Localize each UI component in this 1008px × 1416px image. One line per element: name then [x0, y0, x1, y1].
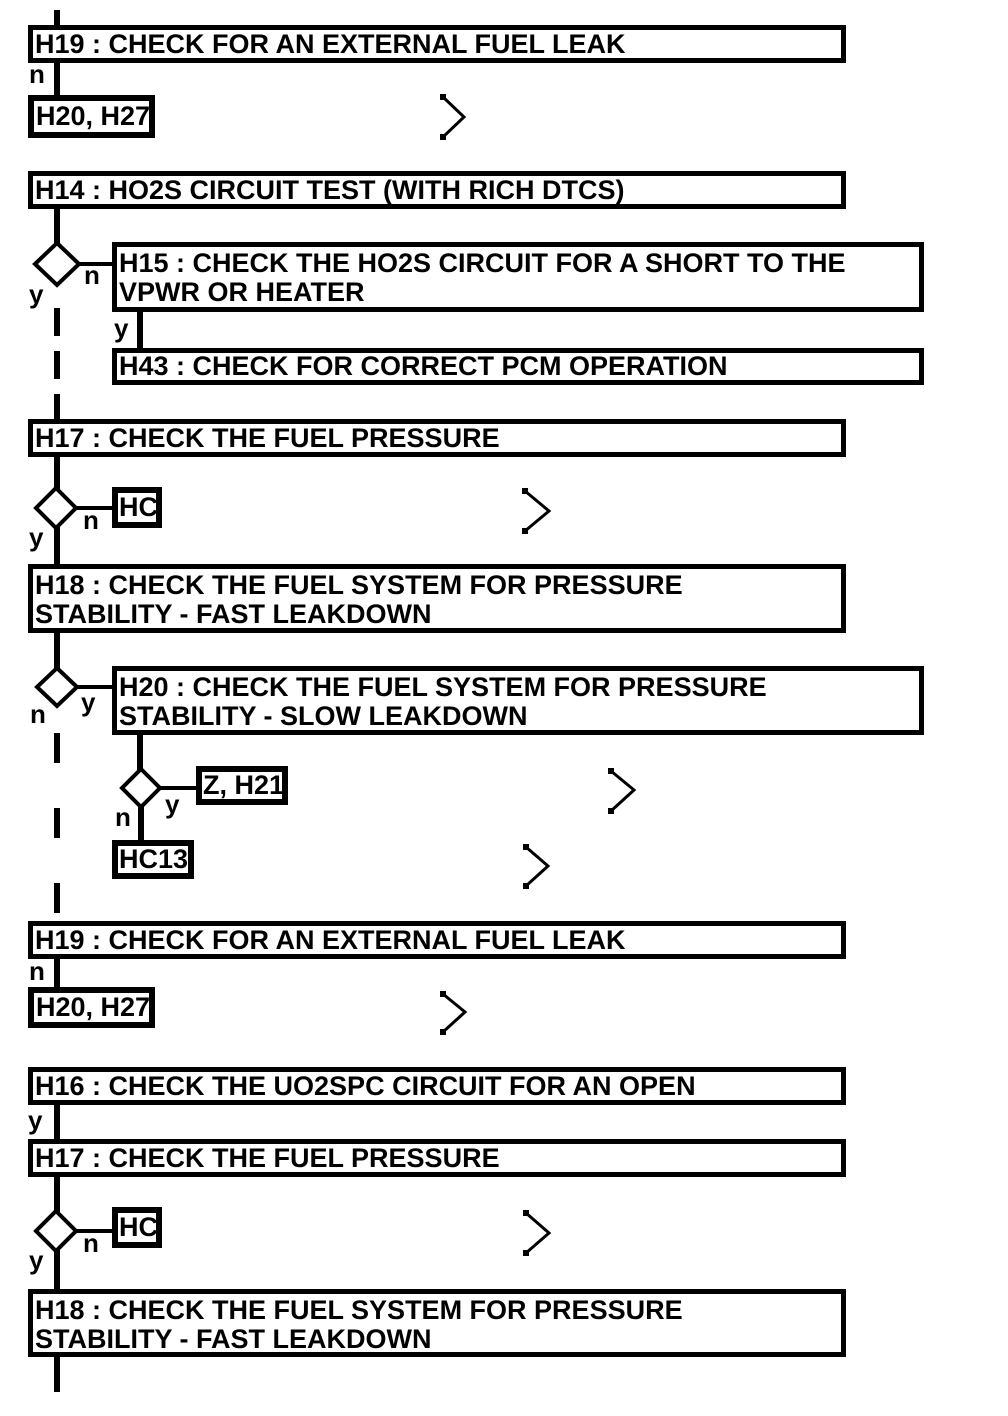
flow-box-h18-top: H18 : CHECK THE FUEL SYSTEM FOR PRESSURE… [28, 564, 846, 633]
flow-box-h18-bottom: H18 : CHECK THE FUEL SYSTEM FOR PRESSURE… [28, 1289, 846, 1357]
branch-label-no: n [115, 802, 131, 832]
ref-box-text: H20, H27 [36, 992, 151, 1022]
flow-box-text: VPWR OR HEATER [119, 277, 365, 307]
flow-box-h17-bottom: H17 : CHECK THE FUEL PRESSURE [28, 1139, 846, 1177]
flow-box-text: H17 : CHECK THE FUEL PRESSURE [35, 1142, 500, 1173]
chevron-right-icon [608, 768, 637, 814]
decision-diamond [34, 665, 80, 709]
ref-box-z-h21: Z, H21 [196, 766, 288, 805]
ref-box-text: HC13 [119, 844, 189, 874]
flow-box-text: H20 : CHECK THE FUEL SYSTEM FOR PRESSURE [119, 672, 767, 702]
flow-box-text: H19 : CHECK FOR AN EXTERNAL FUEL LEAK [35, 924, 626, 955]
flow-box-h19-top: H19 : CHECK FOR AN EXTERNAL FUEL LEAK [28, 25, 846, 63]
branch-label-yes: y [81, 687, 96, 717]
flow-box-text: STABILITY - SLOW LEAKDOWN [119, 701, 528, 731]
chevron-right-icon [523, 844, 551, 889]
flow-box-text: H19 : CHECK FOR AN EXTERNAL FUEL LEAK [35, 28, 626, 59]
ref-box-text: H20, H27 [36, 101, 151, 131]
flow-box-h16: H16 : CHECK THE UO2SPC CIRCUIT FOR AN OP… [28, 1067, 846, 1105]
branch-label-no: n [83, 1228, 99, 1258]
decision-diamond [33, 485, 79, 531]
ref-box-text: HC [119, 492, 158, 522]
branch-label-no: n [29, 956, 45, 986]
branch-label-yes: y [29, 522, 44, 552]
flow-box-text: H43 : CHECK FOR CORRECT PCM OPERATION [119, 351, 728, 381]
flow-box-text: H14 : HO2S CIRCUIT TEST (WITH RICH DTCS) [35, 174, 625, 205]
branch-label-yes: y [29, 1245, 44, 1275]
flow-box-h17-top: H17 : CHECK THE FUEL PRESSURE [28, 419, 846, 457]
branch-label-yes: y [29, 279, 44, 309]
branch-label-yes: y [114, 313, 129, 343]
ref-box-hc-top: HC [112, 487, 162, 528]
flow-box-text: H15 : CHECK THE HO2S CIRCUIT FOR A SHORT… [119, 248, 846, 278]
branch-label-no: n [83, 505, 99, 535]
flow-box-text: H17 : CHECK THE FUEL PRESSURE [35, 422, 500, 453]
chevron-right-icon [522, 488, 552, 534]
ref-box-h20-h27-bottom: H20, H27 [28, 987, 155, 1028]
ref-box-text: HC [119, 1212, 158, 1242]
flow-box-h14: H14 : HO2S CIRCUIT TEST (WITH RICH DTCS) [28, 171, 846, 209]
branch-label-no: n [30, 699, 46, 729]
ref-box-text: Z, H21 [203, 770, 285, 800]
chevron-right-icon [440, 991, 468, 1035]
flow-box-h15: H15 : CHECK THE HO2S CIRCUIT FOR A SHORT… [112, 242, 924, 312]
flow-box-h19-bottom: H19 : CHECK FOR AN EXTERNAL FUEL LEAK [28, 921, 846, 959]
branch-label-no: n [29, 59, 45, 89]
branch-label-yes: y [165, 789, 180, 819]
branch-label-yes: y [28, 1105, 43, 1135]
flow-box-h43: H43 : CHECK FOR CORRECT PCM OPERATION [112, 348, 924, 385]
decision-diamond [33, 1208, 79, 1254]
chevron-right-icon [440, 94, 467, 140]
chevron-right-icon [523, 1210, 552, 1256]
decision-diamond [119, 766, 163, 810]
ref-box-hc13: HC13 [112, 840, 194, 879]
flow-box-h20: H20 : CHECK THE FUEL SYSTEM FOR PRESSURE… [112, 666, 924, 735]
ref-box-hc-bottom: HC [112, 1207, 162, 1248]
flow-box-text: STABILITY - FAST LEAKDOWN [35, 599, 432, 629]
flow-box-text: STABILITY - FAST LEAKDOWN [35, 1324, 432, 1354]
ref-box-h20-h27-top: H20, H27 [28, 95, 155, 138]
decision-diamond [32, 240, 82, 288]
flow-box-text: H16 : CHECK THE UO2SPC CIRCUIT FOR AN OP… [35, 1070, 696, 1101]
flow-box-text: H18 : CHECK THE FUEL SYSTEM FOR PRESSURE [35, 570, 683, 600]
flow-box-text: H18 : CHECK THE FUEL SYSTEM FOR PRESSURE [35, 1295, 683, 1325]
branch-label-no: n [84, 260, 100, 290]
